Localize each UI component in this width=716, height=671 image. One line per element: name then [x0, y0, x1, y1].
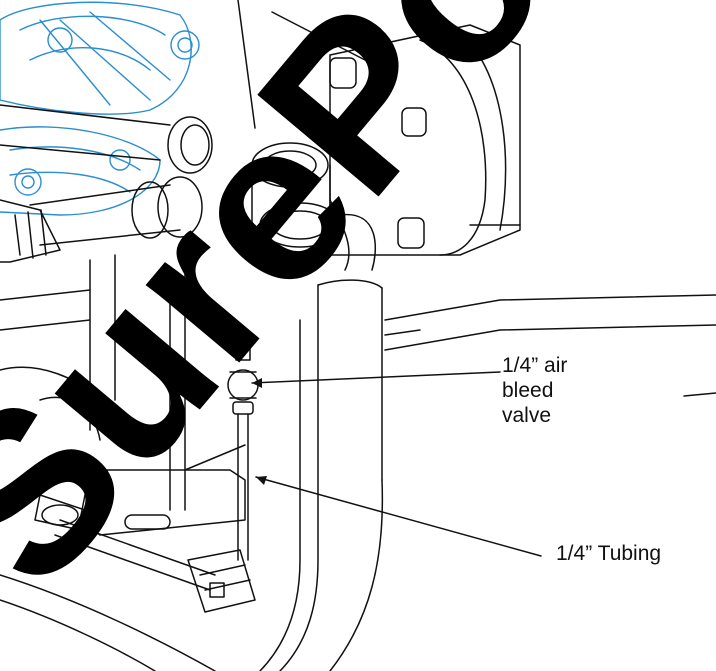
tubing-leader-line: [255, 476, 542, 557]
air-bleed-valve-label-line-1: 1/4” air: [502, 354, 568, 377]
air-bleed-valve-label-line-3: valve: [502, 404, 552, 427]
tubing-label: 1/4” Tubing: [556, 542, 662, 565]
svg-text:SurePoint: SurePoint: [0, 0, 716, 631]
air-bleed-valve-label: 1/4” air bleed valve: [502, 353, 567, 428]
watermark-logo: SurePoint: [0, 0, 716, 631]
air-bleed-valve-label-line-2: bleed: [502, 379, 554, 402]
leader-arrowheads: [252, 378, 267, 485]
valve-leader-line: [251, 371, 501, 384]
